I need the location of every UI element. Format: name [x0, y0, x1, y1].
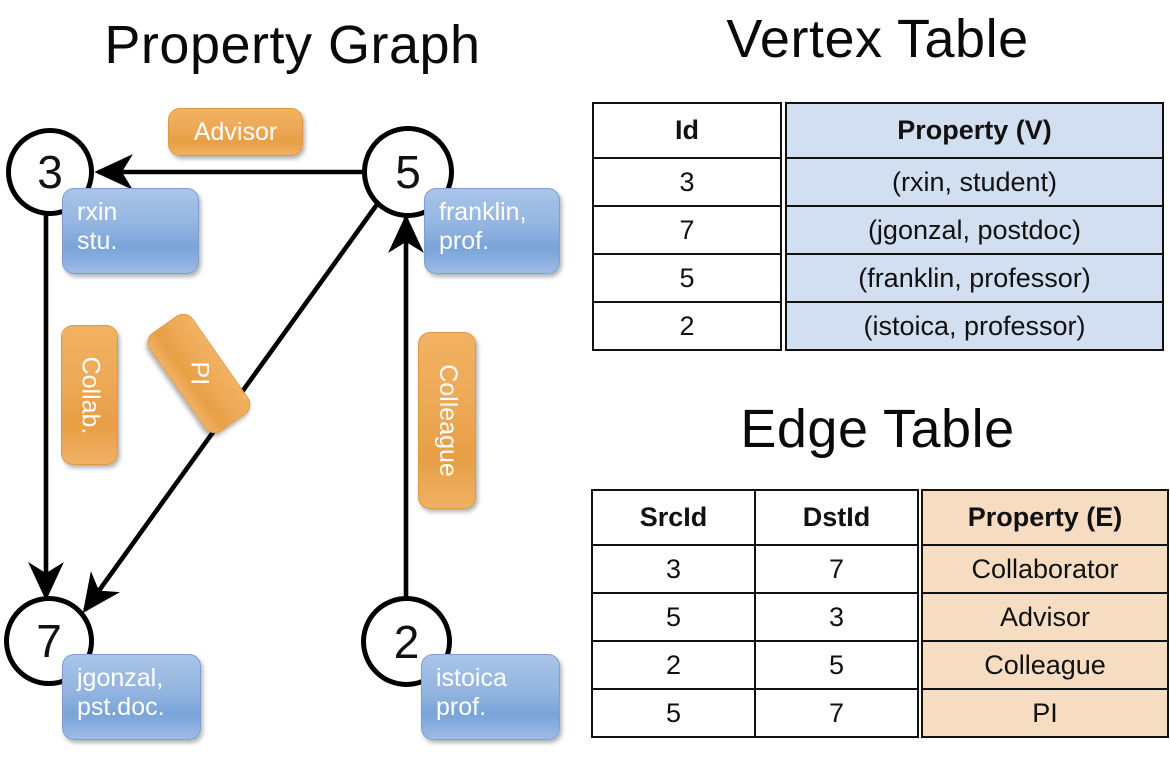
table-row: 2 5 [591, 640, 919, 690]
vertex-table-header-property: Property (V) [785, 102, 1164, 159]
vertex-property-box-7[interactable]: jgonzal, pst.doc. [62, 654, 201, 740]
vertex-property-box-5-line2: prof. [439, 227, 490, 256]
vertex-table-cell-property: (franklin, professor) [785, 253, 1164, 303]
table-row: (franklin, professor) [785, 253, 1164, 303]
vertex-property-box-2-line1: istoica [436, 664, 507, 692]
table-row: 3 7 [591, 544, 919, 594]
edge-table-cell-srcid: 2 [591, 640, 756, 690]
vertex-property-box-2[interactable]: istoica prof. [421, 654, 560, 740]
edge-table-id-columns: SrcId DstId 3 7 5 3 2 5 5 7 [591, 489, 919, 738]
page-title-vertex-table: Vertex Table [726, 9, 1029, 69]
edge-table-cell-property: Advisor [921, 592, 1169, 642]
edge-table-header-property: Property (E) [921, 489, 1169, 546]
edge-label-collab[interactable]: Collab. [61, 325, 118, 465]
vertex-table-cell-id: 5 [592, 253, 782, 303]
table-header-row: SrcId DstId [591, 489, 919, 546]
table-row: Collaborator [921, 544, 1169, 594]
edge-table-cell-dstid: 3 [754, 592, 919, 642]
table-row: 5 3 [591, 592, 919, 642]
page-title-edge-table: Edge Table [740, 399, 1015, 459]
property-graph-diagram: 3 5 7 2 rxin stu. franklin, prof. jgonza… [4, 108, 560, 740]
vertex-property-box-3[interactable]: rxin stu. [62, 188, 199, 274]
vertex-table-property-column: Property (V) (rxin, student) (jgonzal, p… [785, 102, 1164, 351]
vertex-table-cell-id: 3 [592, 157, 782, 207]
edge-table-property-column: Property (E) Collaborator Advisor Collea… [921, 489, 1169, 738]
table-header-row: Id [592, 102, 782, 159]
edge-table-cell-property: Collaborator [921, 544, 1169, 594]
vertex-table-header-id: Id [592, 102, 782, 159]
edge-label-collab-text: Collab. [76, 356, 105, 434]
vertex-property-box-7-line2: pst.doc. [77, 693, 165, 722]
vertex-table-cell-id: 7 [592, 205, 782, 255]
vertex-property-box-7-line1: jgonzal, [77, 664, 164, 692]
vertex-property-box-3-line1: rxin [77, 198, 118, 226]
edge-label-pi-text: PI [185, 361, 214, 386]
table-row: (rxin, student) [785, 157, 1164, 207]
edge-table-header-srcid: SrcId [591, 489, 756, 546]
table-row: PI [921, 688, 1169, 738]
vertex-table-id-column: Id 3 7 5 2 [592, 102, 782, 351]
edge-label-colleague[interactable]: Colleague [418, 332, 476, 509]
table-row: 5 [592, 253, 782, 303]
edge-table-cell-srcid: 5 [591, 592, 756, 642]
vertex-property-box-2-line2: prof. [436, 693, 487, 722]
vertex-table-cell-id: 2 [592, 301, 782, 351]
graph-node-2-label: 2 [393, 615, 420, 668]
table-row: 2 [592, 301, 782, 351]
graph-node-3-label: 3 [37, 146, 63, 198]
graph-node-2[interactable]: 2 [361, 596, 452, 687]
graph-node-5-label: 5 [395, 146, 421, 198]
edge-table-header-dstid: DstId [754, 489, 919, 546]
vertex-table-cell-property: (jgonzal, postdoc) [785, 205, 1164, 255]
table-row: Advisor [921, 592, 1169, 642]
edge-table-cell-srcid: 3 [591, 544, 756, 594]
edge-table-cell-srcid: 5 [591, 688, 756, 738]
table-row: 7 [592, 205, 782, 255]
table-row: 5 7 [591, 688, 919, 738]
table-row: Colleague [921, 640, 1169, 690]
table-row: 3 [592, 157, 782, 207]
vertex-property-box-5-line1: franklin, [439, 198, 527, 226]
vertex-table-cell-property: (rxin, student) [785, 157, 1164, 207]
edge-table-cell-dstid: 7 [754, 688, 919, 738]
graph-node-7-label: 7 [36, 615, 62, 667]
vertex-property-box-5[interactable]: franklin, prof. [424, 188, 560, 274]
edge-label-colleague-text: Colleague [433, 364, 462, 477]
table-row: (jgonzal, postdoc) [785, 205, 1164, 255]
edge-table-cell-property: Colleague [921, 640, 1169, 690]
vertex-table-cell-property: (istoica, professor) [785, 301, 1164, 351]
edge-table-cell-dstid: 5 [754, 640, 919, 690]
vertex-property-box-3-line2: stu. [77, 227, 118, 256]
edge-table-cell-property: PI [921, 688, 1169, 738]
edge-table-cell-dstid: 7 [754, 544, 919, 594]
edge-label-advisor[interactable]: Advisor [168, 108, 303, 156]
edge-label-advisor-text: Advisor [193, 117, 278, 146]
page-title-property-graph: Property Graph [104, 15, 481, 75]
table-row: (istoica, professor) [785, 301, 1164, 351]
table-header-row: Property (E) [921, 489, 1169, 546]
table-header-row: Property (V) [785, 102, 1164, 159]
